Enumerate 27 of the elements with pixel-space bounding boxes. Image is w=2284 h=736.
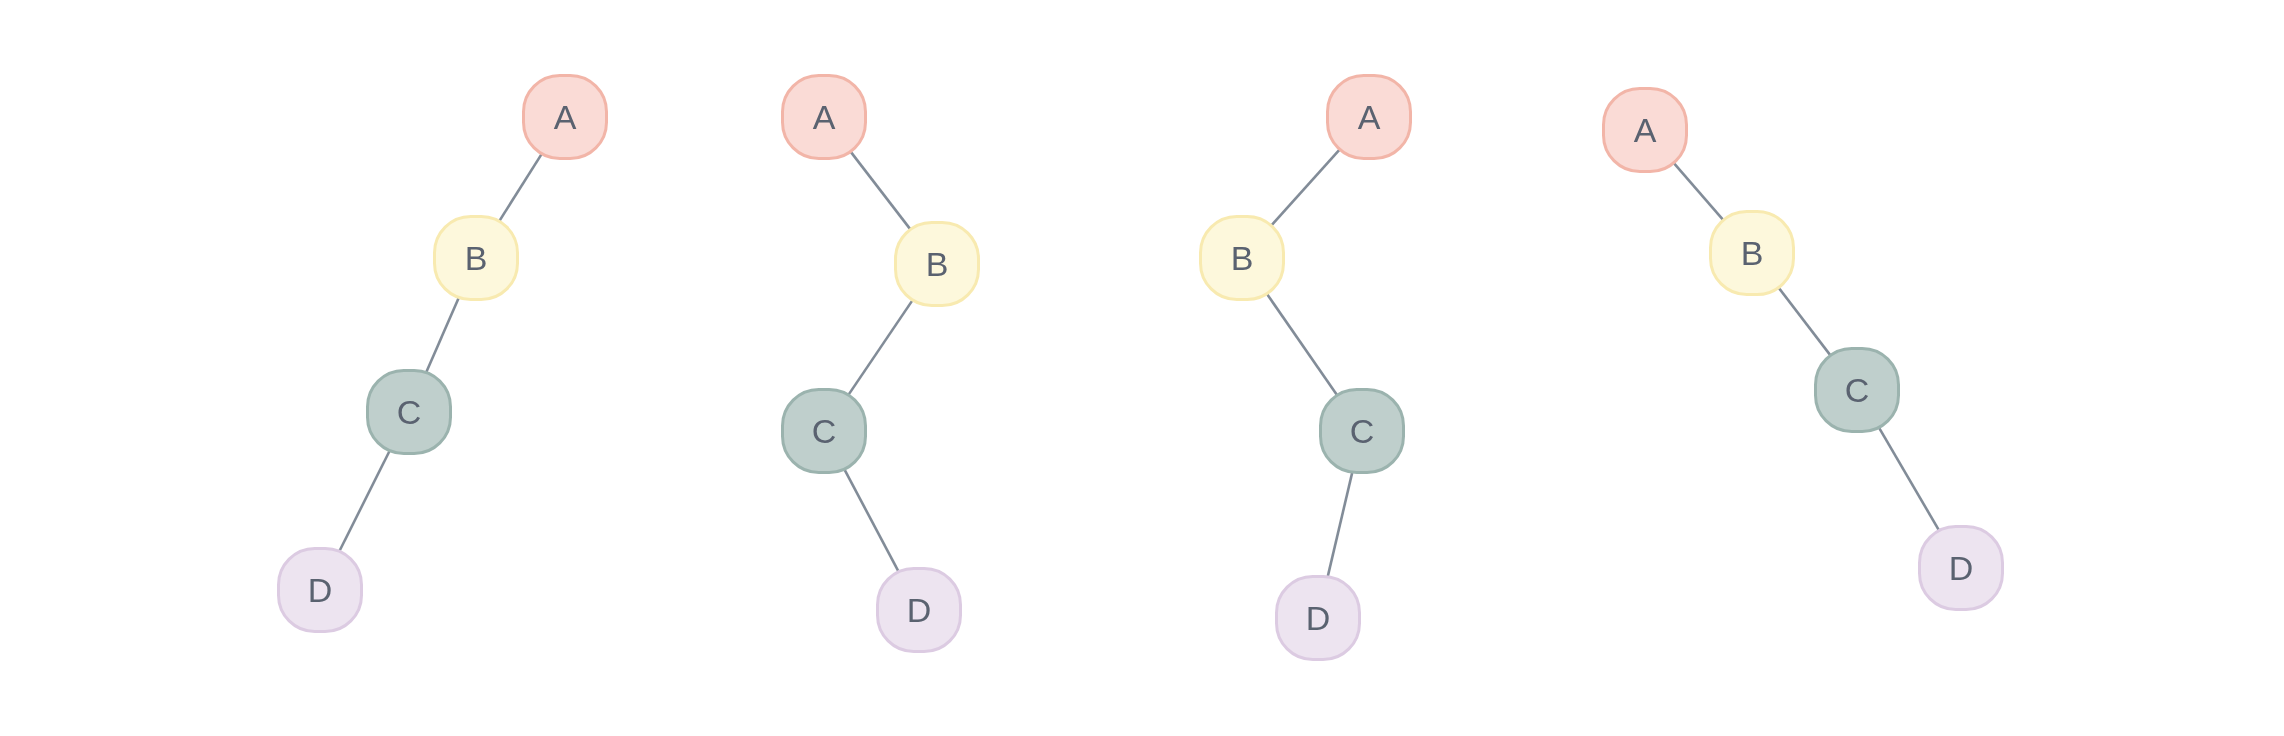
- node-letter: A: [812, 97, 836, 137]
- connector-line: [1269, 148, 1342, 227]
- node-letter: C: [811, 411, 837, 451]
- connector-line: [843, 468, 900, 573]
- node-letter: B: [1740, 233, 1764, 273]
- node-letter: B: [1230, 238, 1254, 278]
- node-letter: D: [1305, 598, 1331, 638]
- node-letter: C: [1844, 370, 1870, 410]
- connector-line: [1777, 286, 1832, 357]
- connector-line: [849, 150, 912, 231]
- node-letter: D: [906, 590, 932, 630]
- connector-line: [1265, 292, 1339, 397]
- node-letter: A: [1357, 97, 1381, 137]
- node-letter: D: [307, 570, 333, 610]
- connector-line: [1326, 472, 1354, 577]
- connector-line: [1672, 161, 1725, 222]
- connector-line: [424, 296, 461, 374]
- node-letter: B: [464, 238, 488, 278]
- connector-line: [497, 152, 544, 223]
- connector-line: [1877, 426, 1941, 532]
- connector-line: [847, 298, 914, 397]
- node-letter: D: [1948, 548, 1974, 588]
- node-letter: C: [1349, 411, 1375, 451]
- node-letter: B: [925, 244, 949, 284]
- node-letter: A: [553, 97, 577, 137]
- node-letter: C: [396, 392, 422, 432]
- node-letter: A: [1633, 110, 1657, 150]
